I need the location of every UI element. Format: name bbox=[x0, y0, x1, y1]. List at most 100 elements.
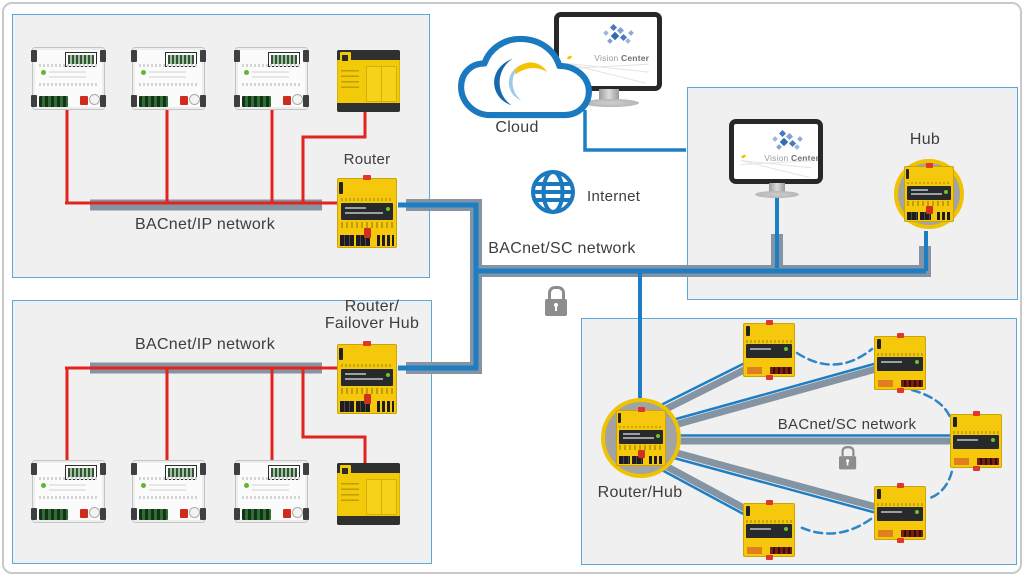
terminal-strip bbox=[977, 457, 999, 466]
red-clip bbox=[926, 163, 933, 168]
rotary-knob bbox=[89, 94, 101, 106]
rotary-knob bbox=[189, 507, 201, 519]
orange-terminal bbox=[747, 546, 762, 555]
device-front-panel bbox=[746, 523, 792, 538]
router-hub-device bbox=[616, 407, 666, 466]
status-led bbox=[784, 527, 789, 532]
terminal-blocks bbox=[340, 227, 394, 246]
status-led bbox=[943, 189, 948, 194]
mount-clip bbox=[31, 508, 37, 520]
rj45-ports bbox=[345, 181, 394, 196]
device-front-panel bbox=[746, 343, 792, 358]
io-module-device bbox=[337, 50, 400, 112]
status-led bbox=[655, 433, 660, 438]
monitor-base bbox=[583, 99, 639, 107]
rotary-knob bbox=[89, 507, 101, 519]
monitor: Vision Center bbox=[729, 119, 823, 184]
status-led bbox=[915, 360, 920, 365]
terminal-strip bbox=[901, 379, 923, 388]
terminal-blocks bbox=[340, 393, 394, 412]
cloud-label: Cloud bbox=[495, 119, 539, 136]
red-service-button bbox=[282, 509, 291, 519]
bacnet-controller bbox=[131, 460, 206, 523]
red-clip bbox=[765, 500, 773, 505]
vision-center-title: Vision Center bbox=[764, 152, 818, 163]
bacnet-sc-network-label-trunk: BACnet/SC network bbox=[488, 240, 636, 257]
terminal-blocks bbox=[906, 205, 952, 221]
rj45-ports bbox=[769, 325, 793, 337]
status-led bbox=[243, 69, 249, 75]
red-clip bbox=[363, 341, 372, 346]
status-led bbox=[243, 482, 249, 488]
orange-terminal bbox=[878, 379, 893, 388]
device-front-panel bbox=[877, 356, 923, 371]
red-clip bbox=[896, 483, 904, 488]
mount-clip bbox=[100, 508, 106, 520]
internet-label: Internet bbox=[587, 188, 641, 205]
mount-clip bbox=[100, 50, 106, 62]
green-terminal-block bbox=[38, 95, 69, 107]
ethernet-port bbox=[340, 464, 351, 477]
device-front-panel bbox=[953, 434, 999, 449]
terminal-strip bbox=[770, 546, 792, 555]
monitor-stand bbox=[769, 183, 785, 193]
terminal-strip bbox=[901, 529, 923, 538]
router-failover-hub-label: Router/ Failover Hub bbox=[324, 298, 420, 332]
rj45-ports bbox=[900, 488, 924, 500]
rj45-ports bbox=[769, 505, 793, 517]
mount-clip bbox=[200, 95, 206, 107]
mount-clip bbox=[100, 95, 106, 107]
red-clip bbox=[765, 320, 773, 325]
status-led bbox=[40, 69, 46, 75]
logo-dot bbox=[740, 153, 747, 159]
rj45-ports bbox=[976, 416, 1000, 428]
status-led bbox=[385, 373, 390, 378]
rj45-ports bbox=[623, 412, 664, 424]
lock-icon bbox=[545, 286, 567, 316]
internet-globe-icon bbox=[531, 170, 575, 214]
bacnet-ip-network-label-bottom: BACnet/IP network bbox=[135, 336, 275, 353]
status-led bbox=[40, 482, 46, 488]
status-led bbox=[784, 347, 789, 352]
red-clip bbox=[363, 175, 372, 180]
vision-center-logo-icon bbox=[771, 129, 810, 150]
red-clip bbox=[765, 555, 773, 560]
rj45-ports bbox=[911, 168, 952, 180]
mount-clip bbox=[31, 95, 37, 107]
device-front-panel bbox=[877, 506, 923, 521]
red-clip bbox=[896, 538, 904, 543]
red-clip bbox=[638, 407, 645, 412]
green-terminal-block bbox=[241, 95, 272, 107]
bacnet-controller bbox=[234, 460, 309, 523]
bacnet-sc-device bbox=[950, 411, 1002, 471]
bacnet-controller bbox=[31, 460, 106, 523]
mesh-dashed-links bbox=[795, 347, 956, 535]
ethernet-port bbox=[340, 51, 351, 64]
orange-terminal bbox=[954, 457, 969, 466]
bacnet-sc-network-label-mesh: BACnet/SC network bbox=[777, 416, 917, 433]
mount-clip bbox=[234, 50, 240, 62]
mesh-spokes-blue bbox=[658, 358, 953, 519]
mount-clip bbox=[131, 95, 137, 107]
terminal-blocks bbox=[618, 449, 664, 465]
router-hub-label: Router/Hub bbox=[597, 484, 683, 501]
monitor-screen: Vision Center bbox=[734, 124, 818, 179]
terminal-strip bbox=[770, 366, 792, 375]
rj45-ports bbox=[900, 338, 924, 350]
mount-clip bbox=[303, 95, 309, 107]
bacnet-sc-device bbox=[874, 333, 926, 393]
rotary-knob bbox=[292, 94, 304, 106]
sc-trunk-blue bbox=[398, 202, 479, 371]
orange-terminal bbox=[878, 529, 893, 538]
bacnet-sc-device bbox=[874, 483, 926, 543]
status-led bbox=[915, 510, 920, 515]
rj45-ports bbox=[345, 347, 394, 362]
bacnet-controller bbox=[131, 47, 206, 110]
mount-clip bbox=[131, 50, 137, 62]
bacnet-sc-device bbox=[743, 320, 795, 380]
red-service-button bbox=[282, 96, 291, 106]
red-service-button bbox=[79, 509, 88, 519]
mount-clip bbox=[131, 463, 137, 475]
bacnet-controller bbox=[31, 47, 106, 110]
